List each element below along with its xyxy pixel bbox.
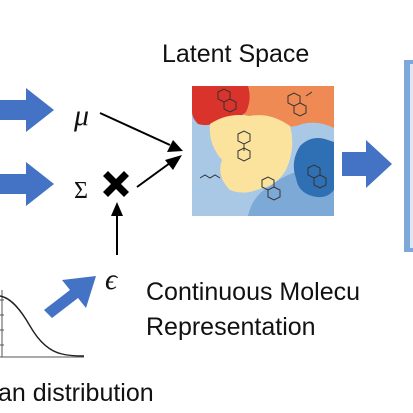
output-arrow bbox=[342, 140, 392, 188]
gaussian-plot-ticks bbox=[0, 299, 4, 346]
latent-space-map bbox=[192, 86, 334, 216]
gaussian-curve bbox=[0, 295, 85, 357]
decoder-panel-inner bbox=[410, 64, 413, 248]
region-orange bbox=[237, 86, 334, 128]
mu-symbol: μ bbox=[73, 99, 89, 132]
output-label-line1: Continuous Molecu bbox=[146, 278, 360, 306]
product-to-latent-arrow bbox=[136, 155, 182, 188]
epsilon-symbol: ϵ bbox=[105, 263, 119, 296]
input-arrow-sigma bbox=[0, 162, 54, 206]
sigma-symbol: Σ bbox=[74, 178, 88, 204]
decoder-panel bbox=[404, 60, 413, 252]
latent-space-title: Latent Space bbox=[162, 40, 309, 68]
input-arrow-mu bbox=[0, 88, 54, 132]
epsilon-to-multiply-arrow bbox=[111, 202, 123, 255]
mu-to-latent-arrow bbox=[99, 112, 183, 152]
multiply-icon bbox=[103, 171, 129, 197]
sample-arrow bbox=[44, 276, 96, 318]
gaussian-plot bbox=[0, 290, 85, 358]
region-yellow bbox=[209, 115, 293, 193]
region-dark-blue bbox=[293, 138, 334, 198]
distribution-label: an distribution bbox=[0, 379, 154, 407]
molecule-icon bbox=[199, 88, 327, 201]
output-label-line2: Representation bbox=[146, 313, 316, 341]
